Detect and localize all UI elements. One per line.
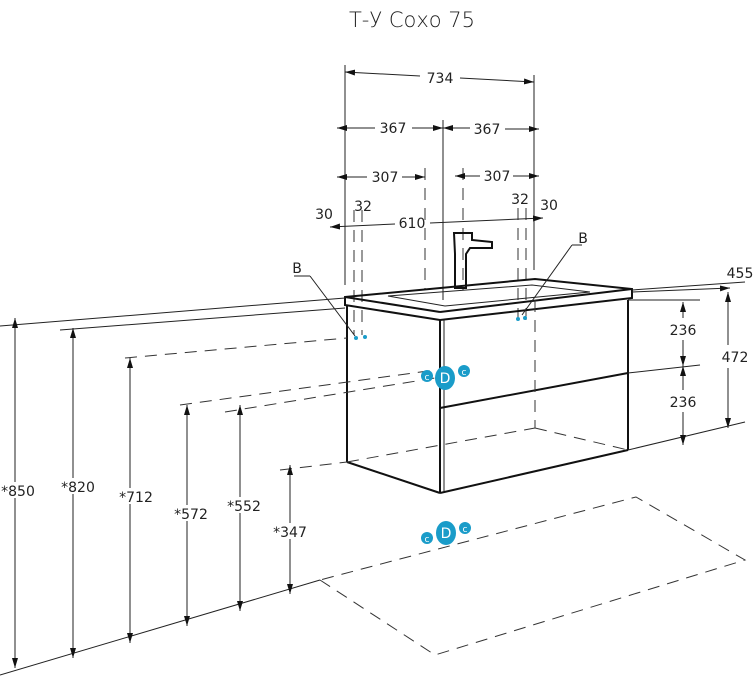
svg-text:B: B xyxy=(292,261,302,277)
svg-text:B: B xyxy=(578,231,588,247)
dim-572: *572 xyxy=(174,507,208,523)
dim-734-label: 734 xyxy=(427,71,454,87)
callout-b-left: B xyxy=(292,261,367,340)
callout-b-right: B xyxy=(516,231,588,321)
dim-307-left: 307 xyxy=(372,170,399,186)
wall-lines xyxy=(0,281,746,676)
dimension-367: 367 367 xyxy=(337,121,539,138)
floor-outline xyxy=(318,496,747,656)
dim-712: *712 xyxy=(119,490,153,506)
svg-text:D: D xyxy=(441,526,452,542)
sink-basin xyxy=(344,277,633,322)
dim-472: 472 xyxy=(722,350,749,366)
extension-lines xyxy=(344,65,535,335)
dim-610-label: 610 xyxy=(399,216,426,232)
faucet xyxy=(452,232,493,289)
drawing-title: Т-У Сохо 75 xyxy=(349,8,475,32)
svg-text:c: c xyxy=(463,525,468,535)
dimension-610: 610 30 32 32 30 xyxy=(315,192,558,232)
dim-367-left: 367 xyxy=(380,121,407,137)
svg-text:c: c xyxy=(425,535,430,545)
connection-marker-floor: c D c xyxy=(421,521,471,545)
dim-30-left: 30 xyxy=(315,207,333,223)
dim-820: *820 xyxy=(61,480,95,496)
dim-367-right: 367 xyxy=(474,122,501,138)
dim-307-right: 307 xyxy=(484,169,511,185)
dim-32-left: 32 xyxy=(354,199,372,215)
height-dimensions: *850 *820 *712 *572 *552 *347 xyxy=(0,318,310,668)
dim-236-bottom: 236 xyxy=(670,395,697,411)
dimension-734: 734 xyxy=(344,69,535,87)
dim-30-right: 30 xyxy=(540,198,558,214)
dim-850: *850 xyxy=(1,484,35,500)
right-dimensions: 455 236 236 472 xyxy=(631,266,754,445)
connection-marker-wall: c D c xyxy=(421,365,470,390)
vanity-cabinet xyxy=(346,300,629,494)
dim-347: *347 xyxy=(273,525,307,541)
dim-455: 455 xyxy=(727,266,754,282)
svg-text:D: D xyxy=(440,371,451,387)
svg-text:c: c xyxy=(462,368,467,378)
dim-32-right: 32 xyxy=(511,192,529,208)
dimension-307: 307 307 xyxy=(337,169,539,186)
dim-552: *552 xyxy=(227,499,261,515)
dim-236-top: 236 xyxy=(670,323,697,339)
svg-text:c: c xyxy=(425,373,430,383)
